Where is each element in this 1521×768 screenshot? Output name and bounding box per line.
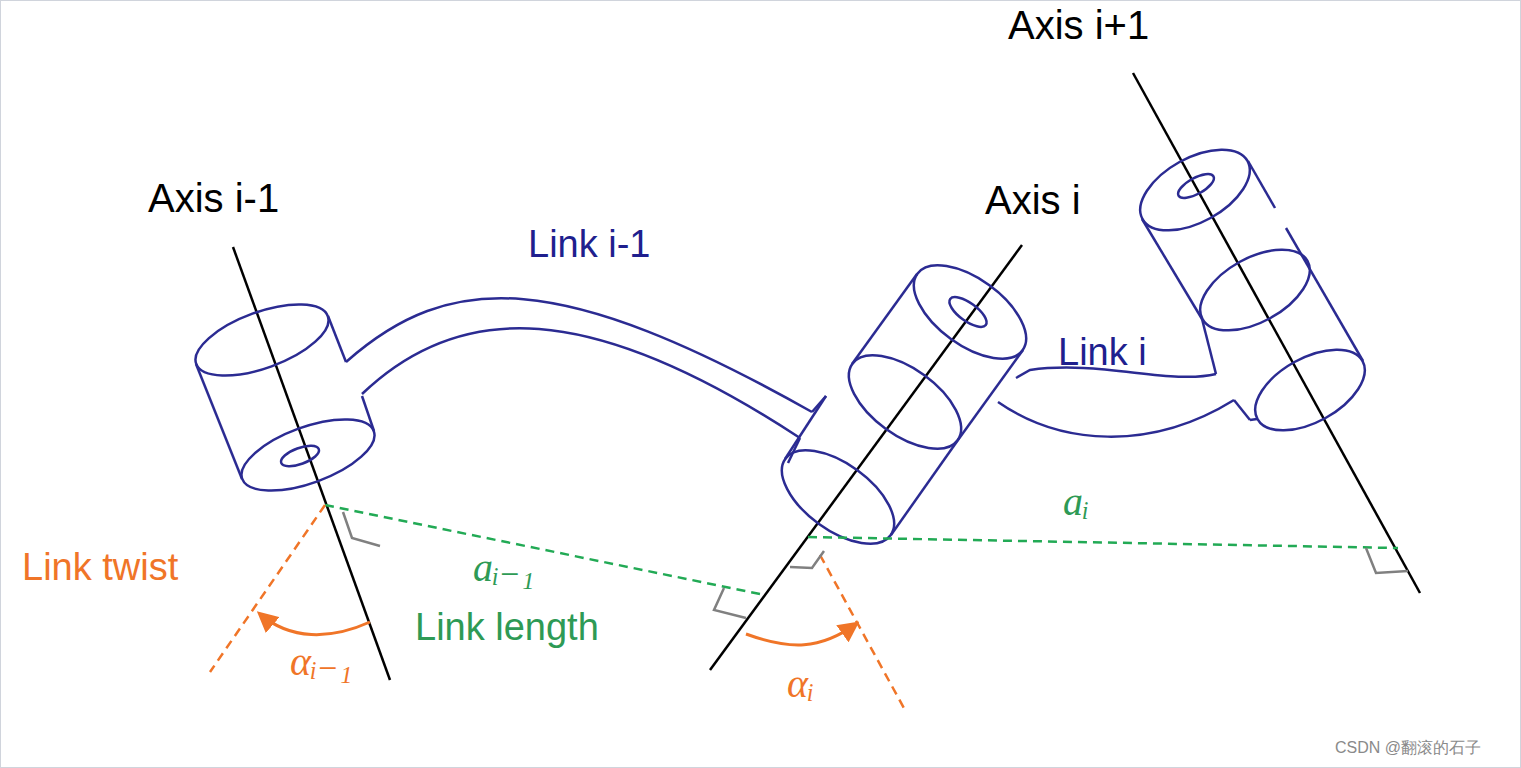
- link-twist-symbol: αᵢ₋₁: [290, 642, 352, 682]
- right-angle-mark: [343, 512, 380, 546]
- link-body: [362, 328, 800, 438]
- joint-cylinder: [891, 440, 958, 535]
- common-normal: [325, 505, 765, 595]
- joint-cylinder: [898, 247, 1042, 377]
- link-label: Link i-1: [528, 225, 651, 263]
- axis-label: Axis i+1: [1008, 5, 1149, 45]
- axis-line: [1133, 73, 1420, 593]
- link-twist-symbol: αᵢ: [787, 664, 814, 704]
- right-angle-mark: [714, 588, 746, 618]
- link-label: Link i: [1058, 333, 1147, 371]
- axis-line: [710, 245, 1022, 670]
- common-normal: [808, 537, 1398, 548]
- watermark: CSDN @翻滚的石子: [1335, 740, 1481, 756]
- twist-reference: [820, 555, 905, 710]
- joint-cylinder: [1250, 419, 1257, 420]
- joint-hole: [1175, 169, 1218, 202]
- joint-cylinder: [1286, 228, 1363, 361]
- joint-cylinder: [196, 364, 242, 479]
- joint-cylinder: [833, 337, 977, 467]
- twist-arc: [260, 614, 370, 635]
- joint-cylinder: [328, 316, 346, 362]
- joint-cylinder: [1142, 219, 1202, 319]
- joint-cylinder: [187, 290, 338, 391]
- right-angle-mark: [790, 551, 824, 568]
- joint-cylinder: [852, 274, 917, 364]
- link-body: [1234, 400, 1250, 420]
- joint-cylinder: [233, 405, 384, 506]
- axis-label: Axis i-1: [148, 178, 279, 218]
- link-length-symbol: aᵢ₋₁: [473, 548, 534, 588]
- parameter-name: Link length: [415, 608, 599, 646]
- parameter-name: Link twist: [22, 548, 178, 586]
- right-angle-mark: [1366, 548, 1408, 573]
- joint-cylinder: [1248, 161, 1275, 208]
- joint-cylinder: [958, 350, 1023, 440]
- joint-cylinder: [1187, 233, 1323, 347]
- link-body: [998, 400, 1234, 437]
- joint-cylinder: [766, 432, 910, 562]
- joint-cylinder: [362, 396, 374, 431]
- joint-hole: [278, 442, 321, 471]
- link-length-symbol: aᵢ: [1063, 482, 1089, 522]
- twist-arc: [746, 624, 856, 645]
- joint-cylinder: [785, 396, 826, 459]
- axis-label: Axis i: [985, 180, 1081, 220]
- joint-hole: [945, 292, 991, 332]
